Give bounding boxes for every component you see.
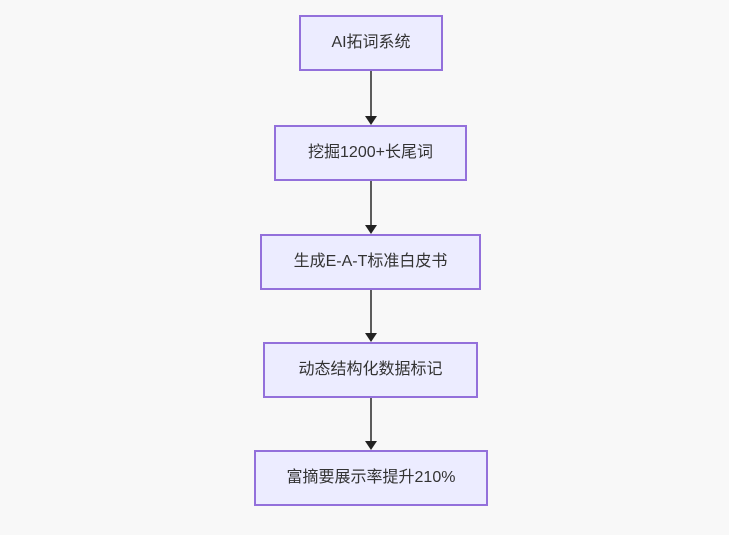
arrow-down-icon	[365, 225, 377, 234]
arrow-down-icon	[365, 333, 377, 342]
flow-node-label: 生成E-A-T标准白皮书	[293, 253, 448, 271]
arrow-down-icon	[365, 441, 377, 450]
flow-node-label: 挖掘1200+长尾词	[308, 144, 433, 162]
flow-edge-line	[370, 71, 372, 116]
flow-node-rich-snippet-result: 富摘要展示率提升210%	[254, 450, 488, 506]
flow-node-longtail-mining: 挖掘1200+长尾词	[274, 125, 467, 181]
flow-node-label: 富摘要展示率提升210%	[286, 469, 456, 487]
flow-edge-line	[370, 181, 372, 225]
flow-node-ai-word-system: AI拓词系统	[299, 15, 443, 71]
flow-node-label: 动态结构化数据标记	[298, 361, 443, 379]
flow-edge-line	[370, 398, 372, 441]
flow-edge-line	[370, 290, 372, 333]
flow-node-eat-whitepaper: 生成E-A-T标准白皮书	[260, 234, 481, 290]
arrow-down-icon	[365, 116, 377, 125]
flow-node-label: AI拓词系统	[331, 34, 411, 52]
flow-node-structured-data-markup: 动态结构化数据标记	[263, 342, 478, 398]
